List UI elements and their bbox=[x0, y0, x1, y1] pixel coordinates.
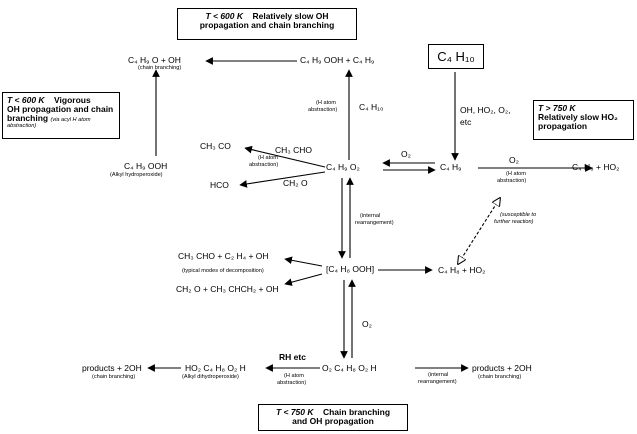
box-left-line1: Vigorous bbox=[54, 95, 91, 105]
species-typical-decomp: (typical modes of decomposition) bbox=[182, 268, 264, 274]
species-ch3co: CH₃ CO bbox=[200, 141, 231, 151]
species-products-left-note: (chain branching) bbox=[92, 374, 136, 380]
species-alkyl-dihydroperoxide: (Alkyl dihydroperoxide) bbox=[182, 374, 239, 380]
box-right-slow-ho2: T > 750 K Relatively slow HO₂ propagatio… bbox=[533, 100, 634, 140]
box-right-line1: T > 750 K bbox=[538, 103, 576, 113]
species-decomp-1: CH₃ CHO + C₂ H₄ + OH bbox=[178, 251, 269, 261]
species-ch3cho: CH₃ CHO bbox=[275, 145, 312, 155]
label-o2-vertical: O₂ bbox=[362, 319, 372, 329]
arrow-to-decomp-1 bbox=[284, 256, 323, 267]
label-etc: etc bbox=[460, 117, 472, 127]
arrow-to-hco bbox=[239, 171, 326, 188]
label-o2-upper: O₂ bbox=[401, 149, 411, 159]
arrow-susceptible bbox=[458, 198, 500, 264]
species-products-right: products + 2OH bbox=[472, 363, 532, 373]
species-c4h8-ho2-mid: C₄ H₈ + HO₂ bbox=[438, 265, 486, 275]
species-o2c4h8o2h: O₂ C₄ H₈ O₂ H bbox=[322, 363, 377, 373]
box-left-line2: OH propagation and chain bbox=[7, 103, 114, 114]
label-rh-etc: RH etc bbox=[279, 352, 306, 362]
species-products-right-note: (chain branching) bbox=[478, 374, 522, 380]
label-internal-bottom-1: (internal bbox=[428, 372, 449, 378]
box-top-line2: propagation and chain branching bbox=[199, 19, 335, 30]
box-left-line3-note: (via acyl H atom bbox=[50, 116, 91, 123]
label-h-abs-right-2: abstraction) bbox=[497, 178, 527, 184]
label-oh-ho2-o2: OH, HO₂, O₂, bbox=[460, 105, 511, 115]
label-internal-bottom-2: rearrangement) bbox=[418, 379, 457, 385]
species-c4h9o2: C₄ H₉ O₂ bbox=[326, 162, 360, 172]
box-left-line4: abstraction) bbox=[7, 122, 37, 129]
label-h-abs-top-2: abstraction) bbox=[308, 107, 338, 113]
label-susceptible-2: further reaction) bbox=[494, 219, 534, 225]
box-bottom-temp: T < 750 K bbox=[275, 407, 314, 417]
species-c4h9ooh-c4h9: C₄ H₉ OOH + C₄ H₉ bbox=[300, 55, 375, 65]
label-h-abs-left-1: (H atom bbox=[258, 155, 278, 161]
species-c4h10-mid: C₄ H₁₀ bbox=[359, 102, 384, 112]
species-c4h9o-oh-note: (chain branching) bbox=[138, 65, 182, 71]
box-right-line3: propagation bbox=[538, 120, 588, 131]
species-ho2c4h8o2h: HO₂ C₄ H₈ O₂ H bbox=[185, 363, 246, 373]
box-left-temp: T < 600 K bbox=[7, 95, 45, 105]
arrow-to-ch3co bbox=[244, 145, 326, 168]
species-qooh: [C₄ H₈ OOH] bbox=[326, 264, 375, 274]
label-o2-lower: O₂ bbox=[509, 155, 519, 165]
label-h-abs-right-1: (H atom bbox=[506, 171, 526, 177]
species-c4h8-ho2-right: C₄ H₈ + HO₂ bbox=[572, 162, 620, 172]
box-left-line3: branching bbox=[7, 112, 49, 123]
label-h-abs-bottom-1: (H atom bbox=[284, 373, 304, 379]
label-susceptible-1: (susceptible to bbox=[500, 212, 537, 218]
box-bottom-line2: and OH propagation bbox=[292, 415, 374, 426]
label-h-abs-bottom-2: abstraction) bbox=[277, 380, 307, 386]
species-decomp-2: CH₂ O + CH₃ CHCH₂ + OH bbox=[176, 284, 279, 294]
box-top-line1: Relatively slow OH bbox=[252, 11, 329, 21]
arrow-to-decomp-2 bbox=[284, 273, 323, 286]
species-c4h9ooh-left: C₄ H₉ OOH bbox=[124, 161, 168, 171]
box-bottom-chain-branching: T < 750 K Chain branching and OH propaga… bbox=[258, 404, 408, 431]
box-right-line2: Relatively slow HO₂ bbox=[538, 111, 618, 122]
species-c4h9: C₄ H₉ bbox=[440, 162, 462, 172]
species-ch2o: CH₂ O bbox=[283, 178, 308, 188]
box-top-slow-oh: T < 600 K Relatively slow OH propagation… bbox=[177, 8, 357, 40]
box-bottom-line1: Chain branching bbox=[322, 407, 391, 417]
species-alkyl-hydroperoxide: (Alkyl hydroperoxide) bbox=[110, 172, 163, 178]
box-left-vigorous-oh: T < 600 K Vigorous OH propagation and ch… bbox=[2, 92, 120, 139]
label-h-abs-left-2: abstraction) bbox=[249, 162, 279, 168]
label-h-abs-top-1: (H atom bbox=[316, 100, 336, 106]
label-internal-rearr-1: (internal bbox=[360, 213, 381, 219]
box-fuel-c4h10: C₄ H₁₀ bbox=[428, 44, 484, 69]
species-hco: HCO bbox=[210, 180, 229, 190]
fuel-label: C₄ H₁₀ bbox=[437, 49, 475, 64]
species-products-left: products + 2OH bbox=[82, 363, 142, 373]
species-c4h9o-oh: C₄ H₉ O + OH bbox=[128, 55, 181, 65]
box-top-temp: T < 600 K bbox=[205, 11, 244, 21]
label-internal-rearr-2: rearrangement) bbox=[355, 220, 394, 226]
